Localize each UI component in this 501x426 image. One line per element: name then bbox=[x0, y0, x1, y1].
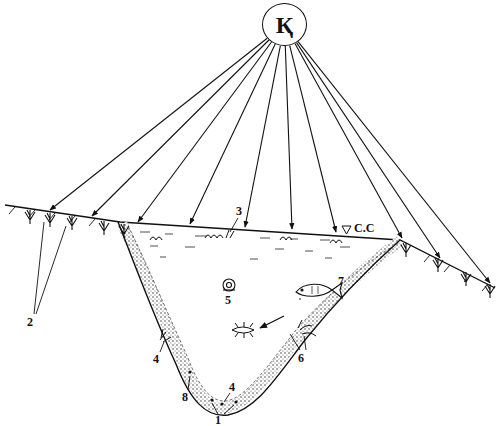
leader-lines bbox=[34, 218, 337, 414]
callout-number: 4 bbox=[153, 353, 159, 365]
sun-ray bbox=[298, 42, 490, 283]
reeds bbox=[25, 210, 495, 298]
sun-ray bbox=[50, 38, 267, 210]
water-level-triangle bbox=[342, 226, 351, 234]
sun-ray bbox=[245, 46, 280, 227]
callout-number: 5 bbox=[225, 294, 231, 306]
callout-number: 1 bbox=[215, 414, 221, 426]
sediment-layer bbox=[122, 224, 400, 408]
basin-outline bbox=[118, 222, 400, 415]
snail bbox=[223, 279, 235, 291]
callout-number: 7 bbox=[338, 275, 344, 287]
sun-ray bbox=[297, 43, 440, 258]
larva-arrow bbox=[260, 316, 284, 328]
bottom-organisms bbox=[188, 370, 237, 405]
larva bbox=[232, 322, 254, 338]
basin-inner-line bbox=[128, 226, 398, 401]
callout-number: 2 bbox=[27, 316, 33, 328]
callout-number: 3 bbox=[236, 205, 242, 217]
sun-ray bbox=[290, 45, 336, 232]
sun-ray bbox=[190, 44, 275, 224]
sun-circle: Қ bbox=[262, 3, 307, 46]
callout-number: 4 bbox=[229, 381, 235, 393]
sun-ray bbox=[295, 44, 402, 238]
fish bbox=[296, 283, 342, 298]
floating-plants bbox=[150, 230, 342, 243]
sun-ray bbox=[285, 46, 292, 229]
sun-ray bbox=[92, 40, 269, 216]
ground-line bbox=[5, 205, 495, 291]
callout-number: 8 bbox=[182, 391, 188, 403]
sun-letter: Қ bbox=[276, 13, 293, 37]
water-hatch bbox=[140, 232, 350, 259]
water-level-label: С.С bbox=[354, 222, 374, 234]
callout-number: 6 bbox=[298, 352, 304, 364]
